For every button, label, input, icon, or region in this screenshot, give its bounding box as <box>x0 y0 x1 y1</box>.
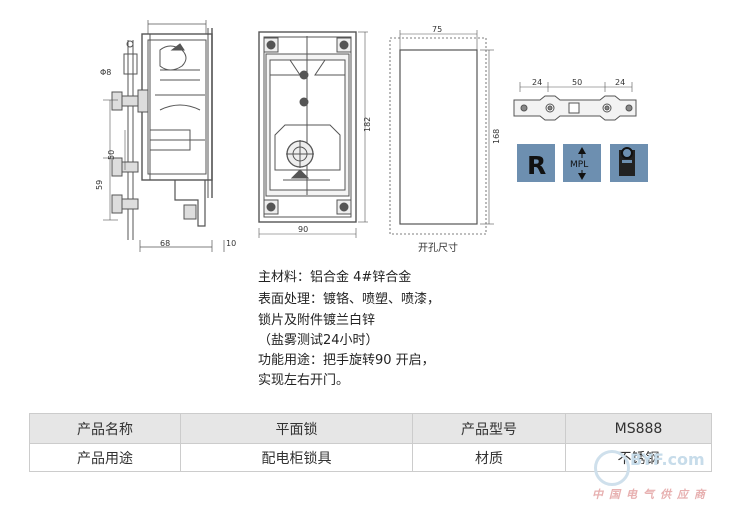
table-cell-usage-label: 产品用途 <box>29 443 181 472</box>
dim-59-label: 59 <box>95 180 104 190</box>
front-view <box>258 31 368 238</box>
lock-cylinder-icon <box>610 144 648 182</box>
table-cell-model: MS888 <box>565 413 712 444</box>
table-cell-model-label: 产品型号 <box>412 413 566 444</box>
table-cell-usage: 配电柜锁具 <box>180 443 413 472</box>
table-row: 产品用途 配电柜锁具 材质 不锈钢 <box>29 443 712 472</box>
spec-surface: 表面处理：镀铬、喷塑、喷漆， <box>258 292 441 307</box>
r-option-label: R <box>527 151 546 180</box>
spec-function: 功能用途：把手旋转90 开启， <box>258 353 435 368</box>
strip-dim-right: 24 <box>615 78 625 87</box>
spec-door: 实现左右开门。 <box>258 373 350 388</box>
table-cell-material: 不锈钢 <box>565 443 712 472</box>
cutout-caption: 开孔尺寸 <box>418 241 458 254</box>
dim-phi8-label: Φ8 <box>100 68 111 77</box>
dim-50-label: 50 <box>107 150 116 160</box>
table-row: 产品名称 平面锁 产品型号 MS888 <box>29 413 712 444</box>
side-view <box>103 20 225 252</box>
mpl-icon: MPL <box>563 144 601 182</box>
watermark-logo-icon <box>594 450 630 486</box>
dim-182-label: 182 <box>363 117 372 132</box>
product-info-table: 产品名称 平面锁 产品型号 MS888 产品用途 配电柜锁具 材质 不锈钢 <box>29 413 712 472</box>
dim-10-label: 10 <box>226 239 236 248</box>
mounting-strip <box>513 82 637 121</box>
watermark-subtitle: 中国电气供应商 <box>592 488 711 501</box>
cutout-view <box>389 30 494 235</box>
technical-drawing: Φ8 50 59 68 10 <box>95 20 648 254</box>
dim-75-label: 75 <box>432 25 442 34</box>
strip-dim-left: 24 <box>532 78 542 87</box>
mpl-option-label: MPL <box>570 160 588 170</box>
table-cell-product-name-label: 产品名称 <box>29 413 181 444</box>
table-cell-product-name: 平面锁 <box>180 413 413 444</box>
strip-dim-mid: 50 <box>572 78 582 87</box>
table-cell-material-label: 材质 <box>412 443 566 472</box>
dim-90-label: 90 <box>298 225 308 234</box>
spec-salt-test: （盐雾测试24小时） <box>258 333 379 348</box>
r-handle-icon: R <box>517 144 555 182</box>
spec-material: 主材料：铝合金 4#锌合金 <box>258 270 412 285</box>
spec-plating: 锁片及附件镀兰白锌 <box>258 313 376 328</box>
dim-168-label: 168 <box>492 129 501 144</box>
watermark-url: BYF.com <box>630 450 705 469</box>
dim-68-label: 68 <box>160 239 170 248</box>
